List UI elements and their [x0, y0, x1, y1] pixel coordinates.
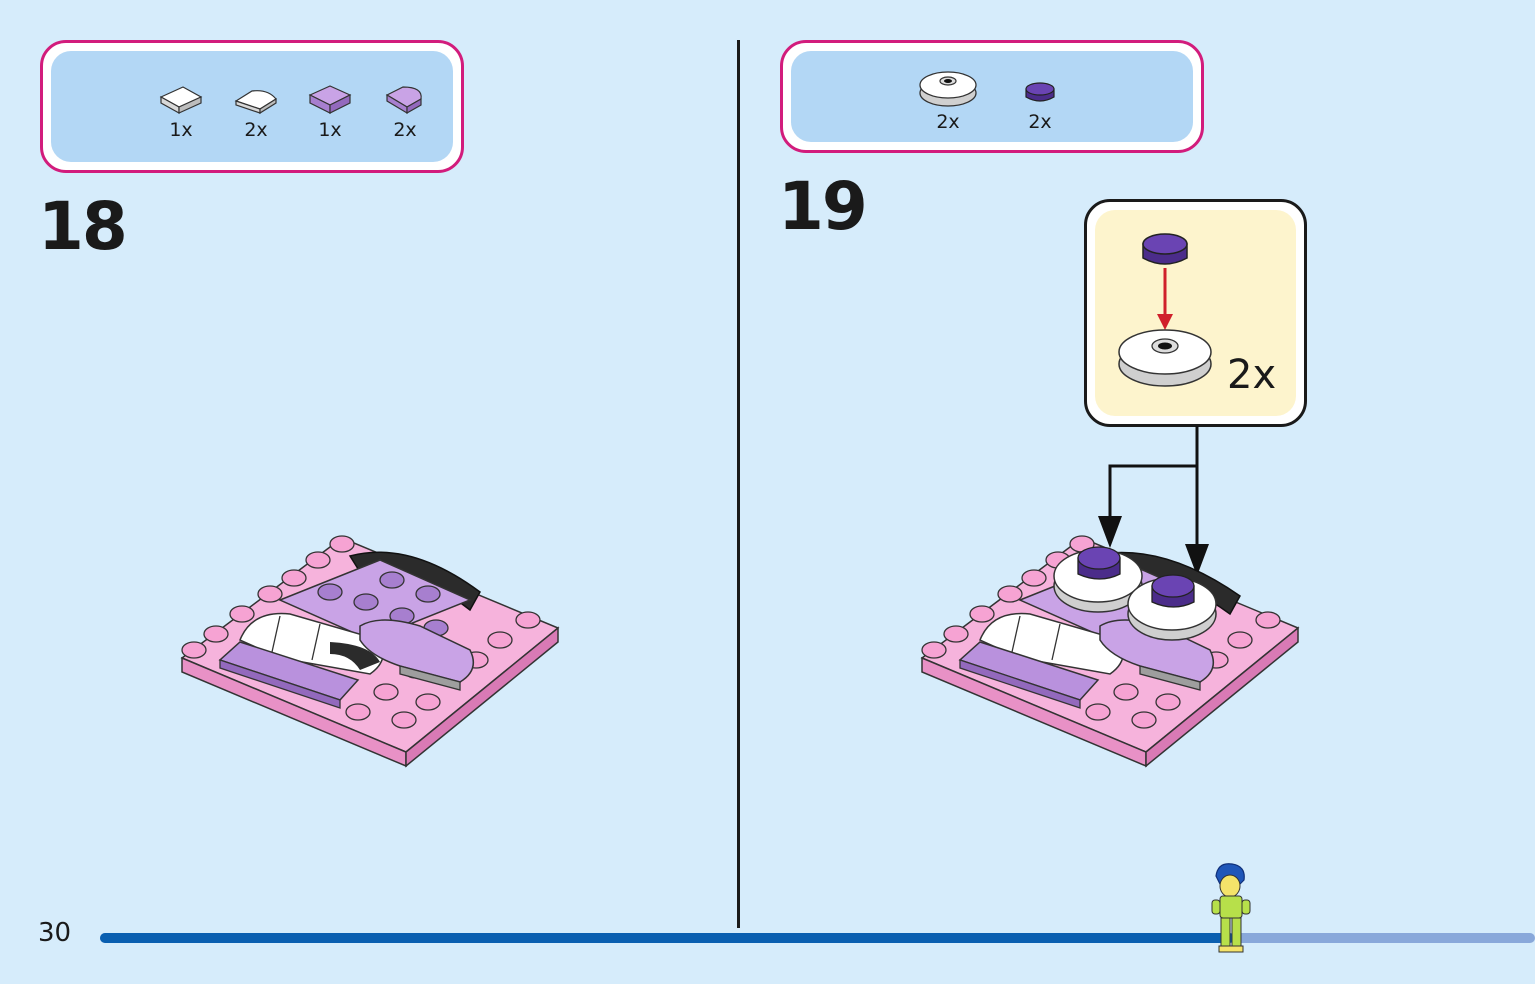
- step-18-parts-list: 1x 2x 1x 2x: [40, 40, 464, 173]
- white-quarter-round-tile-icon: [234, 90, 277, 115]
- part-quantity: 1x: [318, 119, 342, 141]
- callout-panel: [1095, 210, 1296, 416]
- page-divider: [737, 40, 740, 928]
- step-19-model-illustration: [920, 535, 1300, 768]
- page-number: 30: [38, 918, 72, 948]
- part-purple-round-plate: 2x: [1005, 79, 1075, 133]
- part-quantity: 2x: [244, 119, 268, 141]
- purple-round-plate-icon: [1025, 82, 1055, 102]
- parts-list-panel: [791, 51, 1193, 142]
- part-white-round-tile: 2x: [913, 63, 983, 133]
- part-lavender-round-tile: 2x: [370, 83, 440, 141]
- sub-assembly-illustration: [1118, 233, 1212, 387]
- part-white-tile: 1x: [146, 83, 216, 141]
- part-lavender-tile: 1x: [295, 83, 365, 141]
- part-quantity: 2x: [1028, 111, 1052, 133]
- white-tile-2x2-icon: [159, 86, 203, 115]
- lavender-round-corner-tile-icon: [385, 86, 422, 115]
- step-18-model-illustration: [180, 535, 560, 768]
- callout-arrows: [1098, 426, 1209, 576]
- sub-assembly-callout: 2x: [1084, 199, 1307, 427]
- progress-bar: [100, 933, 1535, 943]
- callout-quantity: 2x: [1227, 352, 1277, 398]
- lavender-tile-2x2-icon: [308, 85, 352, 114]
- step-19-parts-list: 2x 2x: [780, 40, 1204, 153]
- part-quantity: 2x: [936, 111, 960, 133]
- part-quantity: 2x: [393, 119, 417, 141]
- minifigure-icon: [1211, 863, 1251, 953]
- part-white-quarter-tile: 2x: [221, 83, 291, 141]
- part-quantity: 1x: [169, 119, 193, 141]
- step-number: 18: [38, 188, 128, 265]
- white-round-tile-icon: [919, 71, 977, 107]
- progress-bar-fill: [100, 933, 1234, 943]
- step-number: 19: [778, 168, 868, 245]
